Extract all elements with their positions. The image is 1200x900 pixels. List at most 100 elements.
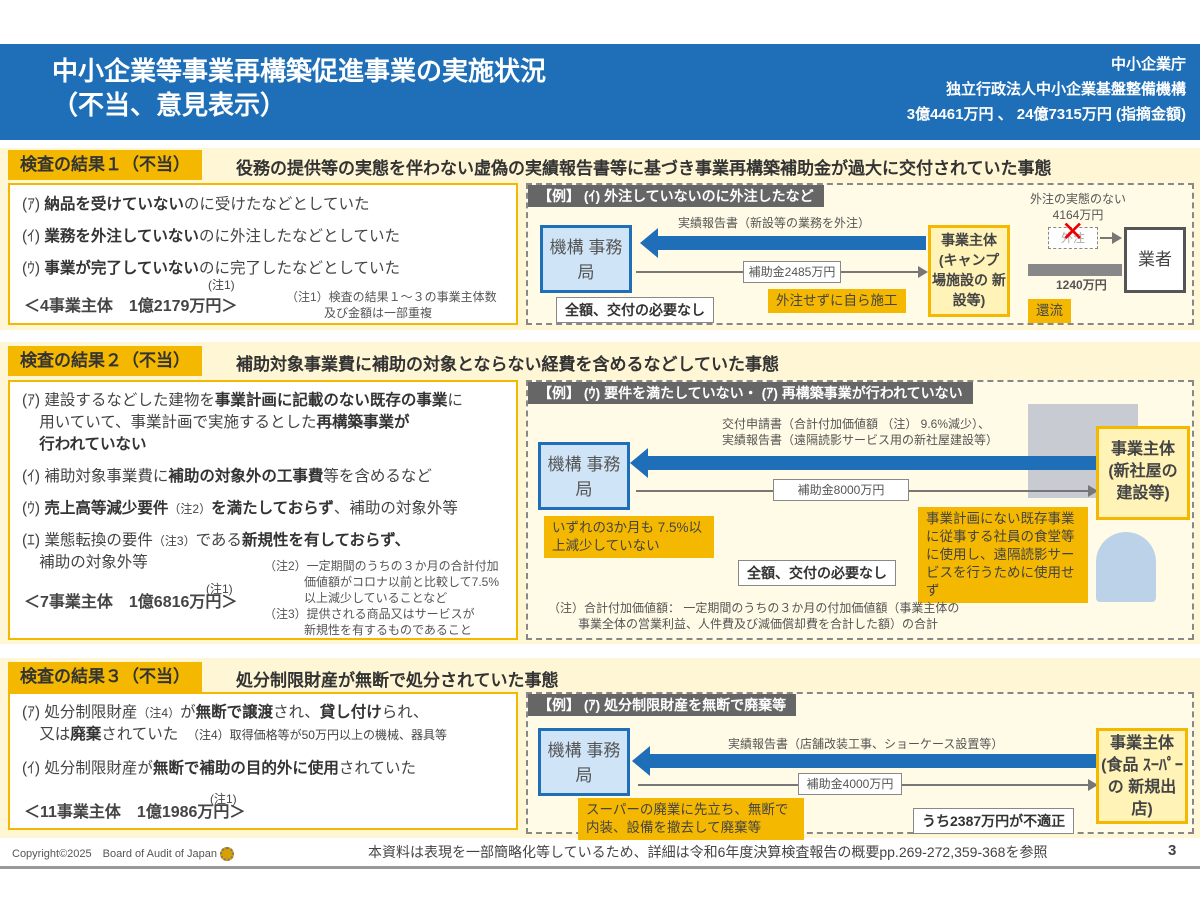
text-segment: 実績報告書（遠隔読影サービス用の新社屋建設等）	[722, 433, 999, 447]
text-segment: に	[447, 392, 463, 409]
report-arrow	[632, 746, 1098, 776]
text-segment: (ｳ)	[22, 260, 45, 277]
note-mark: (注1)	[206, 582, 233, 596]
text-segment: 又は	[39, 726, 71, 743]
people-icon	[1096, 532, 1156, 602]
text-segment: （注）合計付加価値額： 一定期間のうちの３か月の付加価値額（事業主体の	[548, 601, 960, 615]
text-segment: (ｱ) 建設するなどした建物を	[22, 392, 215, 409]
return-amount: 1240万円	[1056, 278, 1107, 292]
total: ＜4事業主体 1億2179万円＞	[24, 298, 238, 315]
return-label: 還流	[1028, 299, 1071, 323]
text-segment: 等を含めるなど	[323, 468, 432, 485]
text-segment: 価値額がコロナ以前と比較して7.5%	[304, 575, 499, 589]
outsource-note: 外注の実態のない 4164万円	[1028, 191, 1128, 223]
section3-findings: (ｱ) 処分制限財産（注4）が無断で譲渡され、貸し付けられ、 又は廃棄されていた…	[8, 692, 518, 830]
text-segment: 及び金額は一部重複	[324, 306, 433, 320]
example-title: 【例】 (ｲ) 外注していないのに外注したなど	[528, 185, 824, 207]
text-segment: (ｱ) 処分制限財産	[22, 704, 138, 721]
entity-box: 事業主体 (新社屋の 建設等)	[1096, 426, 1190, 520]
text-segment: 事業全体の営業利益、人件費及び減価償却費を合計した額）の合計	[578, 617, 939, 631]
text-segment: (ｱ)	[22, 196, 45, 213]
section1-findings: (ｱ) 納品を受けていないのに受けたなどとしていた (ｲ) 業務を外注していない…	[8, 183, 518, 325]
text-segment: 外注の実態のない	[1029, 192, 1126, 206]
copyright: Copyright©2025 Board of Audit of Japan	[12, 845, 235, 862]
cross-icon: ✕	[1061, 216, 1085, 247]
text-segment: 再構築事業が	[316, 414, 410, 431]
callout: 外注せずに自ら施工	[768, 289, 906, 313]
finding-b: (ｲ) 処分制限財産が無断で補助の目的外に使用されていた	[22, 758, 504, 780]
text-segment: 用いていて、事業計画で実施するとした	[39, 414, 317, 431]
text-segment: 以上減少していることなど	[304, 591, 448, 605]
text-segment: (ｳ)	[22, 500, 45, 517]
finding-b: (ｲ) 業務を外注していないのに外注したなどとしていた	[22, 221, 504, 253]
text-segment: を満たしておらず	[211, 500, 334, 517]
section3-heading: 処分制限財産が無断で処分されていた事態	[236, 671, 559, 690]
organizations: 中小企業庁独立行政法人中小企業基盤整備機構 3億4461万円 、 24億7315万…	[907, 52, 1186, 127]
no-need-box: 全額、交付の必要なし	[738, 560, 896, 586]
text-segment: され、	[273, 704, 320, 721]
example-title: 【例】 (ｳ) 要件を満たしていない・ (ｱ) 再構築事業が行われていない	[528, 382, 973, 404]
text-segment: （注1）検査の結果１～３の事業主体数	[286, 290, 497, 304]
text-segment: 交付申請書（合計付加価値額 （注） 9.6%減少）、	[722, 417, 991, 431]
note3: （注3）提供される商品又はサービスが新規性を有するものであること	[264, 606, 475, 638]
example-title: 【例】 (ｱ) 処分制限財産を無断で廃棄等	[528, 694, 797, 716]
footer-divider	[0, 866, 1200, 869]
text-segment: （注3）提供される商品又はサービスが	[264, 607, 475, 621]
callout-2: 事業計画にない既存事業に従事する社員の食堂等に使用し、遠隔読影サービスを行うため…	[918, 507, 1088, 603]
finding-c: (ｳ) 売上高等減少要件（注2）を満たしておらず、補助の対象外等	[22, 498, 504, 520]
text-segment: 貸し付け	[319, 704, 382, 721]
section1-label: 検査の結果１（不当）	[8, 150, 202, 180]
text-segment: のに完了したなどとしていた	[198, 260, 400, 277]
outsource-arrow	[1100, 232, 1122, 244]
text-segment: のに受けたなどとしていた	[183, 196, 370, 213]
text-segment: 、補助の対象外等	[333, 500, 458, 517]
section1-heading: 役務の提供等の実態を伴わない虚偽の実績報告書等に基づき事業再構築補助金が過大に交…	[236, 159, 1052, 178]
text-segment: られ、	[381, 704, 429, 721]
text-segment: 無断で補助の目的外に使用	[152, 760, 339, 777]
text-segment: (ｲ)	[22, 228, 45, 245]
finding-a: (ｱ) 納品を受けていないのに受けたなどとしていた	[22, 189, 504, 221]
text-segment: 新規性を有しておらず、	[241, 532, 411, 549]
subsidy-box: 補助金8000万円	[773, 479, 909, 501]
finding-d: (ｴ) 業態転換の要件（注3）である新規性を有しておらず、 補助の対象外等	[22, 530, 504, 574]
improper-box: うち2387万円が不適正	[913, 808, 1075, 834]
emblem-icon	[220, 847, 235, 862]
page-number: 3	[1168, 842, 1177, 859]
org2: 独立行政法人中小企業基盤整備機構	[945, 81, 1186, 98]
no-need-box: 全額、交付の必要なし	[556, 297, 714, 323]
vendor-box: 業者	[1124, 227, 1186, 293]
finding-a: (ｱ) 建設するなどした建物を事業計画に記載のない既存の事業に 用いていて、事業…	[22, 390, 504, 456]
finding-b: (ｲ) 補助対象事業費に補助の対象外の工事費等を含めるなど	[22, 466, 504, 488]
callout-1: いずれの3か月も 7.5%以上減少していない	[544, 516, 714, 558]
text-segment: が	[180, 704, 196, 721]
entity-box: 事業主体 (食品 ｽｰﾊﾟｰの 新規出店)	[1096, 728, 1188, 824]
title-line1: 中小企業等事業再構築促進事業の実施状況	[52, 56, 547, 86]
text-segment: (ｲ) 補助対象事業費に	[22, 468, 169, 485]
report-label: 実績報告書（店舗改装工事、ショーケース設置等）	[728, 737, 1004, 751]
finding-a: (ｱ) 処分制限財産（注4）が無断で譲渡され、貸し付けられ、 又は廃棄されていた…	[22, 702, 504, 746]
text-segment: 無断で譲渡	[195, 704, 274, 721]
text-segment: (ｲ) 処分制限財産が	[22, 760, 153, 777]
text-segment: 業務を外注していない	[44, 228, 199, 245]
section2-findings: (ｱ) 建設するなどした建物を事業計画に記載のない既存の事業に 用いていて、事業…	[8, 380, 518, 640]
footer-note: 本資料は表現を一部簡略化等しているため、詳細は令和6年度決算検査報告の概要pp.…	[368, 844, 1048, 860]
text-segment: されていた	[338, 760, 416, 777]
text-segment: （注4）	[137, 706, 181, 720]
org1: 中小企業庁	[1110, 56, 1186, 73]
report-label: 交付申請書（合計付加価値額 （注） 9.6%減少）、実績報告書（遠隔読影サービス…	[722, 416, 998, 448]
subsidy-box: 補助金4000万円	[798, 773, 902, 795]
amounts: 3億4461万円 、 24億7315万円 (指摘金額)	[906, 106, 1186, 123]
note-mark: (注1)	[210, 792, 237, 806]
text-segment: （注2）	[168, 502, 212, 516]
text-segment: 4164万円	[1052, 208, 1104, 222]
report-label: 実績報告書（新設等の業務を外注）	[678, 216, 871, 230]
header-bar: 中小企業等事業再構築促進事業の実施状況 （不当、意見表示） 中小企業庁独立行政法人…	[0, 44, 1200, 140]
report-arrow	[630, 448, 1098, 478]
page-title: 中小企業等事業再構築促進事業の実施状況 （不当、意見表示）	[52, 54, 546, 122]
text-segment: 行われていない	[39, 436, 147, 453]
text-segment: 納品を受けていない	[44, 196, 184, 213]
text-segment: 事業計画に記載のない既存の事業	[214, 392, 448, 409]
subsidy-box: 補助金2485万円	[743, 261, 841, 283]
title-line2: （不当、意見表示）	[52, 90, 287, 120]
entity-box: 事業主体 (キャンプ 場施設の 新設等)	[928, 225, 1010, 317]
